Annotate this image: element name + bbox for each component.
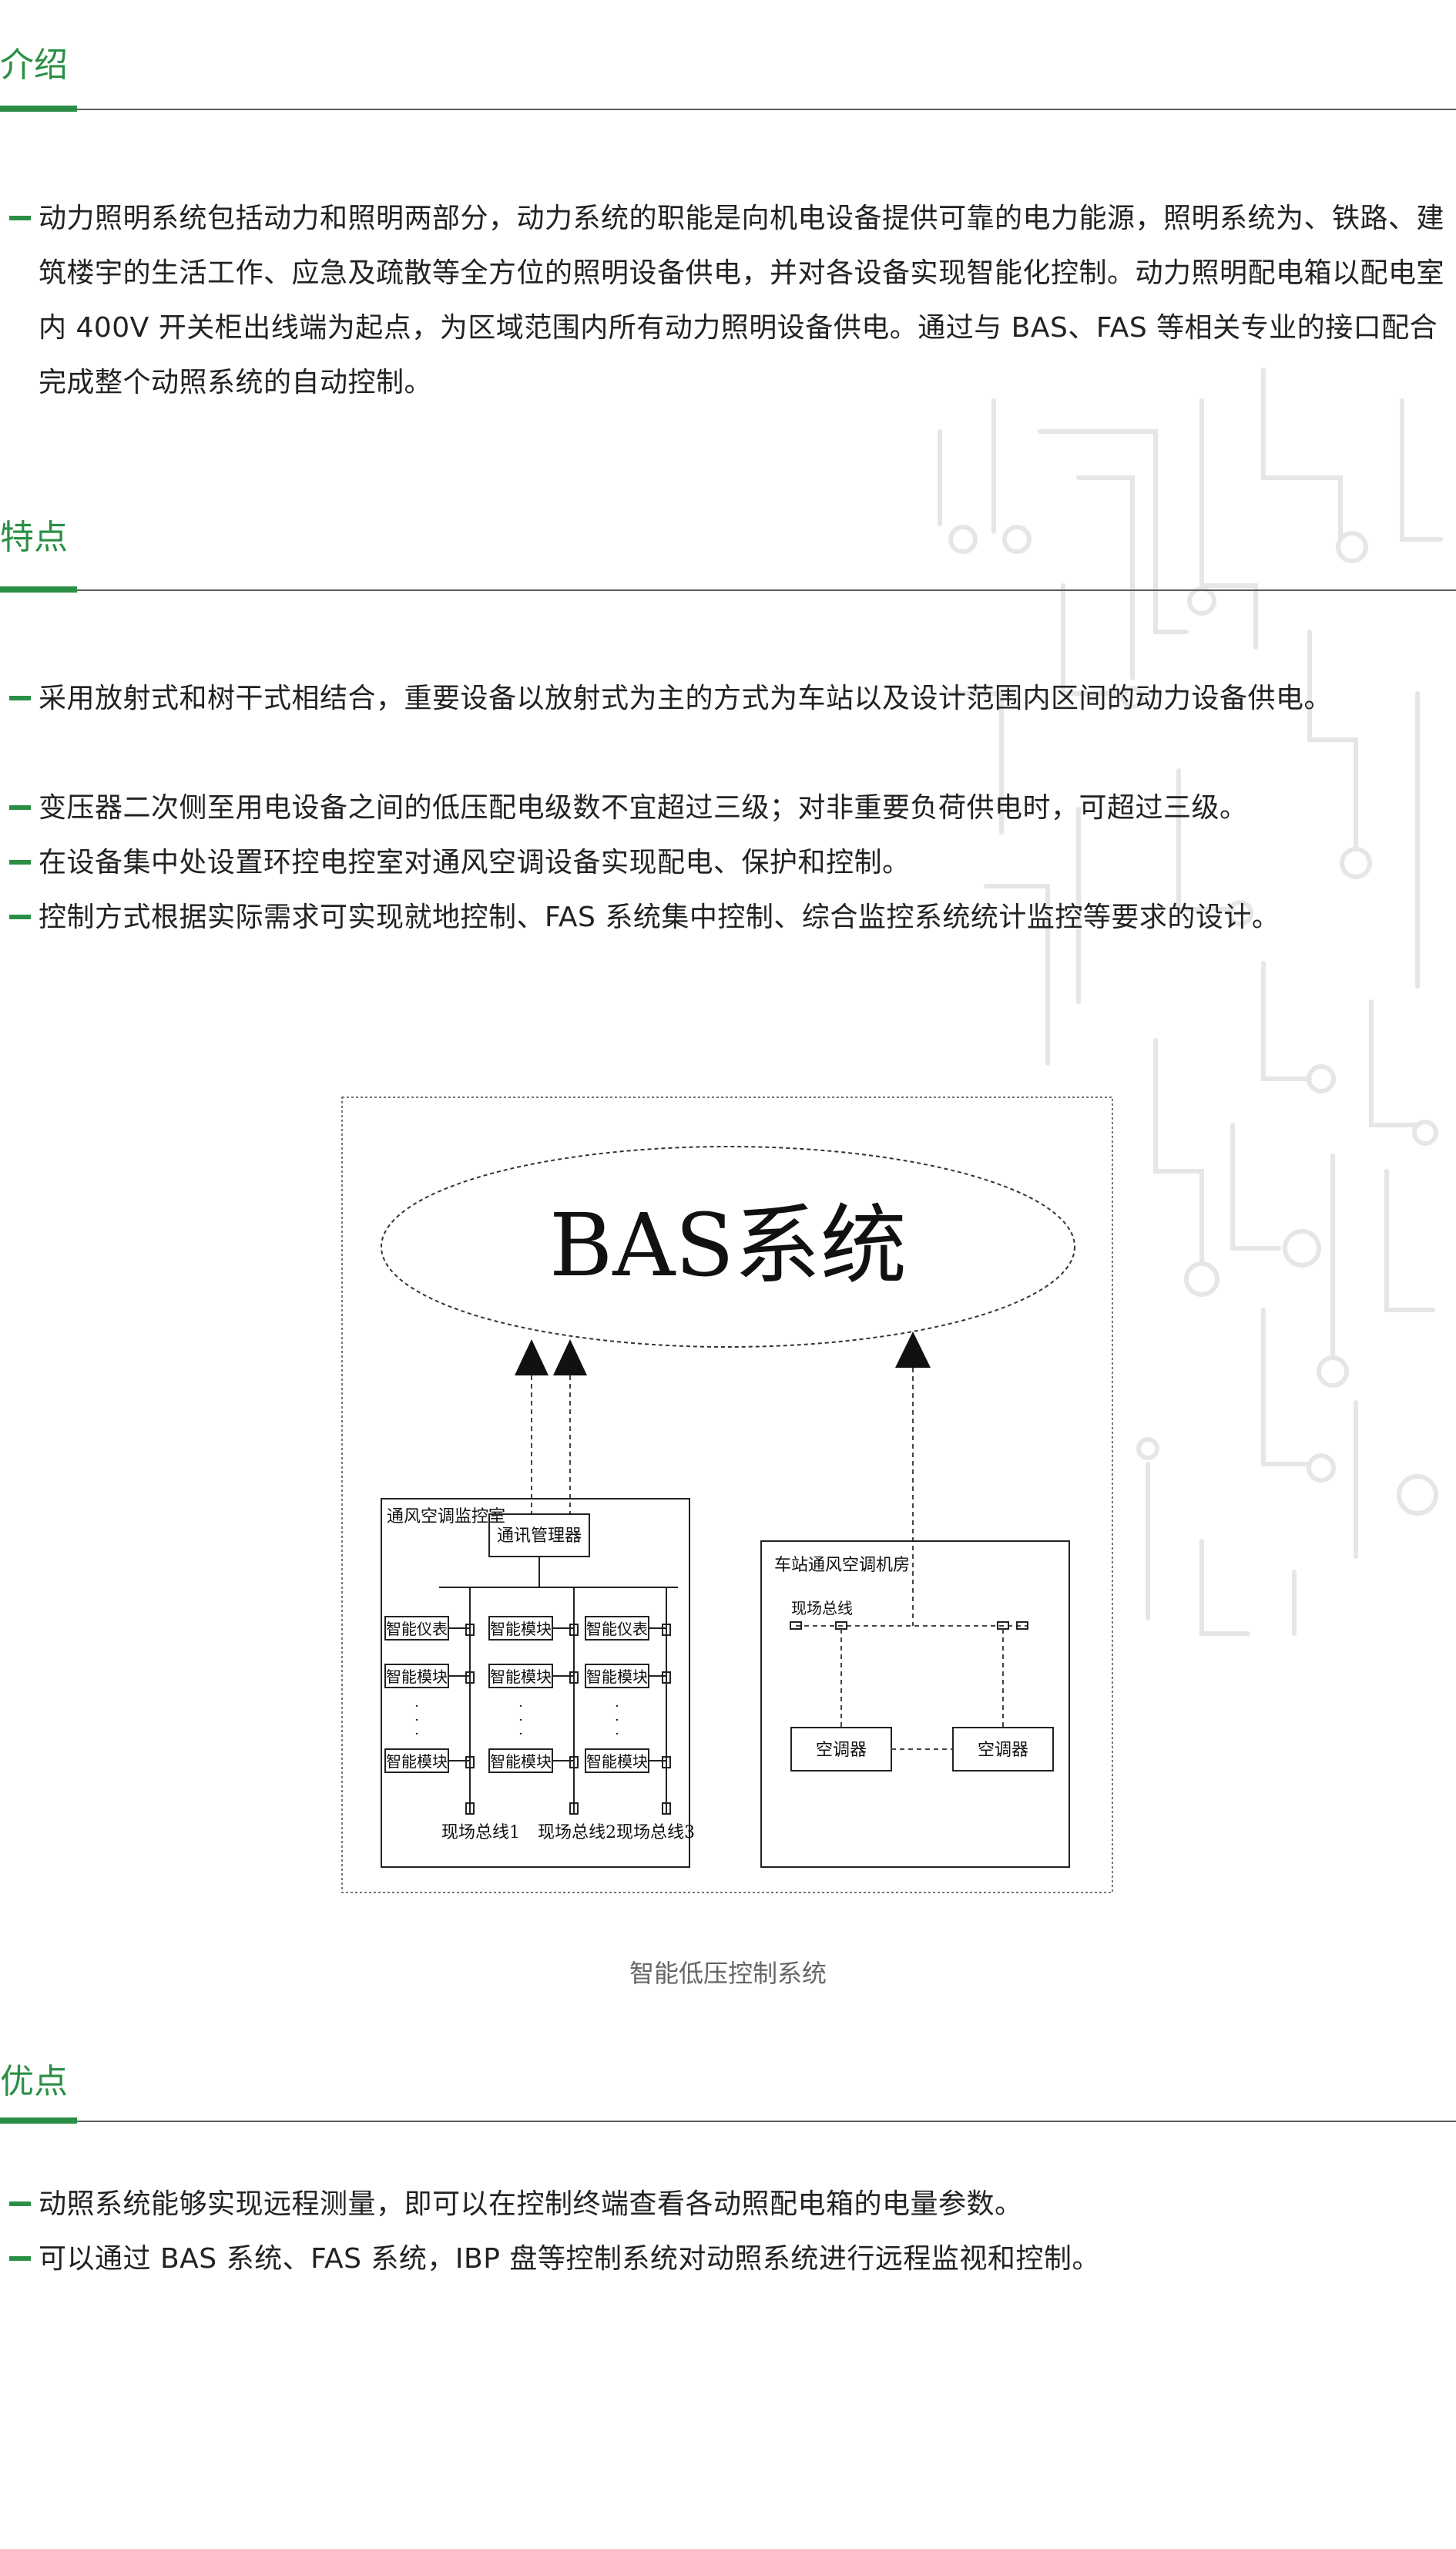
module-label: 智能模块 [490,1620,552,1638]
advantage-item: 动照系统能够实现远程测量，即可以在控制终端查看各动照配电箱的电量参数。 [9,2177,1444,2232]
advantage-text: 可以通过 BAS 系统、FAS 系统，IBP 盘等控制系统对动照系统进行远程监视… [39,2243,1100,2275]
diagram-frame [341,1097,1113,1893]
feature-item: 在设备集中处设置环控电控室对通风空调设备实现配电、保护和控制。 [9,835,1444,890]
bus-label: 现场总线3 [616,1823,695,1842]
bullet-dash-icon [9,860,31,865]
section-divider [0,589,1456,591]
svg-text:·: · [414,1698,419,1714]
left-room-box [381,1498,690,1868]
bas-ellipse [381,1146,1075,1348]
up-arrow-icon [895,1332,931,1368]
svg-text:·: · [518,1698,523,1714]
module-label: 智能仪表 [386,1620,448,1638]
bus-label: 现场总线2 [538,1823,616,1842]
module-label: 智能模块 [586,1752,648,1771]
section-accent-bar [0,586,77,593]
module-label: 智能仪表 [586,1620,648,1638]
feature-text: 控制方式根据实际需求可实现就地控制、FAS 系统集中控制、综合监控系统统计监控等… [39,902,1280,933]
feature-text: 变压器二次侧至用电设备之间的低压配电级数不宜超过三级；对非重要负荷供电时，可超过… [39,792,1248,824]
feature-item: 控制方式根据实际需求可实现就地控制、FAS 系统集中控制、综合监控系统统计监控等… [9,890,1444,945]
feature-text: 采用放射式和树干式相结合，重要设备以放射式为主的方式为车站以及设计范围内区间的动… [39,683,1333,714]
module-label: 智能模块 [586,1667,648,1686]
section-accent-bar [0,2117,77,2124]
bullet-dash-icon [9,2256,31,2261]
up-arrow-icon [553,1339,587,1375]
svg-text:·: · [615,1726,619,1742]
svg-text:·: · [414,1726,419,1742]
feature-item: 变压器二次侧至用电设备之间的低压配电级数不宜超过三级；对非重要负荷供电时，可超过… [9,781,1444,835]
control-system-diagram: .dt { font-family: "DejaVu Serif", "Libe… [341,1097,1113,1893]
module-label: 智能模块 [386,1752,448,1771]
left-room-label: 通风空调监控室 [387,1507,505,1526]
section-divider [0,109,1456,110]
svg-text:·: · [518,1712,523,1728]
ac-unit-label: 空调器 [816,1741,867,1760]
feature-item: 采用放射式和树干式相结合，重要设备以放射式为主的方式为车站以及设计范围内区间的动… [9,671,1444,726]
section-title-intro: 介绍 [0,45,68,85]
bullet-dash-icon [9,805,31,810]
comm-manager-label: 通讯管理器 [497,1526,582,1546]
section-divider [0,2121,1456,2122]
right-room-label: 车站通风空调机房 [774,1556,910,1575]
diagram-caption: 智能低压控制系统 [629,1959,827,1988]
bus-label: 现场总线1 [441,1823,520,1842]
module-label: 智能模块 [490,1752,552,1771]
bas-label: BAS系统 [549,1196,907,1296]
section-accent-bar [0,106,77,112]
intro-text: 动力照明系统包括动力和照明两部分，动力系统的职能是向机电设备提供可靠的电力能源，… [39,203,1445,398]
section-title-features: 特点 [0,518,68,557]
ac-unit-label: 空调器 [978,1741,1028,1760]
field-bus-label: 现场总线 [791,1599,853,1617]
bullet-dash-icon [9,696,31,700]
svg-text:·: · [518,1726,523,1742]
module-label: 智能模块 [490,1667,552,1686]
advantage-item: 可以通过 BAS 系统、FAS 系统，IBP 盘等控制系统对动照系统进行远程监视… [9,2232,1444,2286]
bullet-dash-icon [9,216,31,220]
bullet-dash-icon [9,915,31,919]
bullet-dash-icon [9,2201,31,2206]
section-title-advantages: 优点 [0,2062,68,2101]
up-arrow-icon [515,1339,549,1375]
svg-text:·: · [414,1712,419,1728]
feature-text: 在设备集中处设置环控电控室对通风空调设备实现配电、保护和控制。 [39,847,911,878]
intro-paragraph: 动力照明系统包括动力和照明两部分，动力系统的职能是向机电设备提供可靠的电力能源，… [9,191,1445,410]
module-label: 智能模块 [386,1667,448,1686]
svg-text:·: · [615,1698,619,1714]
advantage-text: 动照系统能够实现远程测量，即可以在控制终端查看各动照配电箱的电量参数。 [39,2188,1023,2220]
right-room-box [760,1540,1070,1868]
svg-text:·: · [615,1712,619,1728]
